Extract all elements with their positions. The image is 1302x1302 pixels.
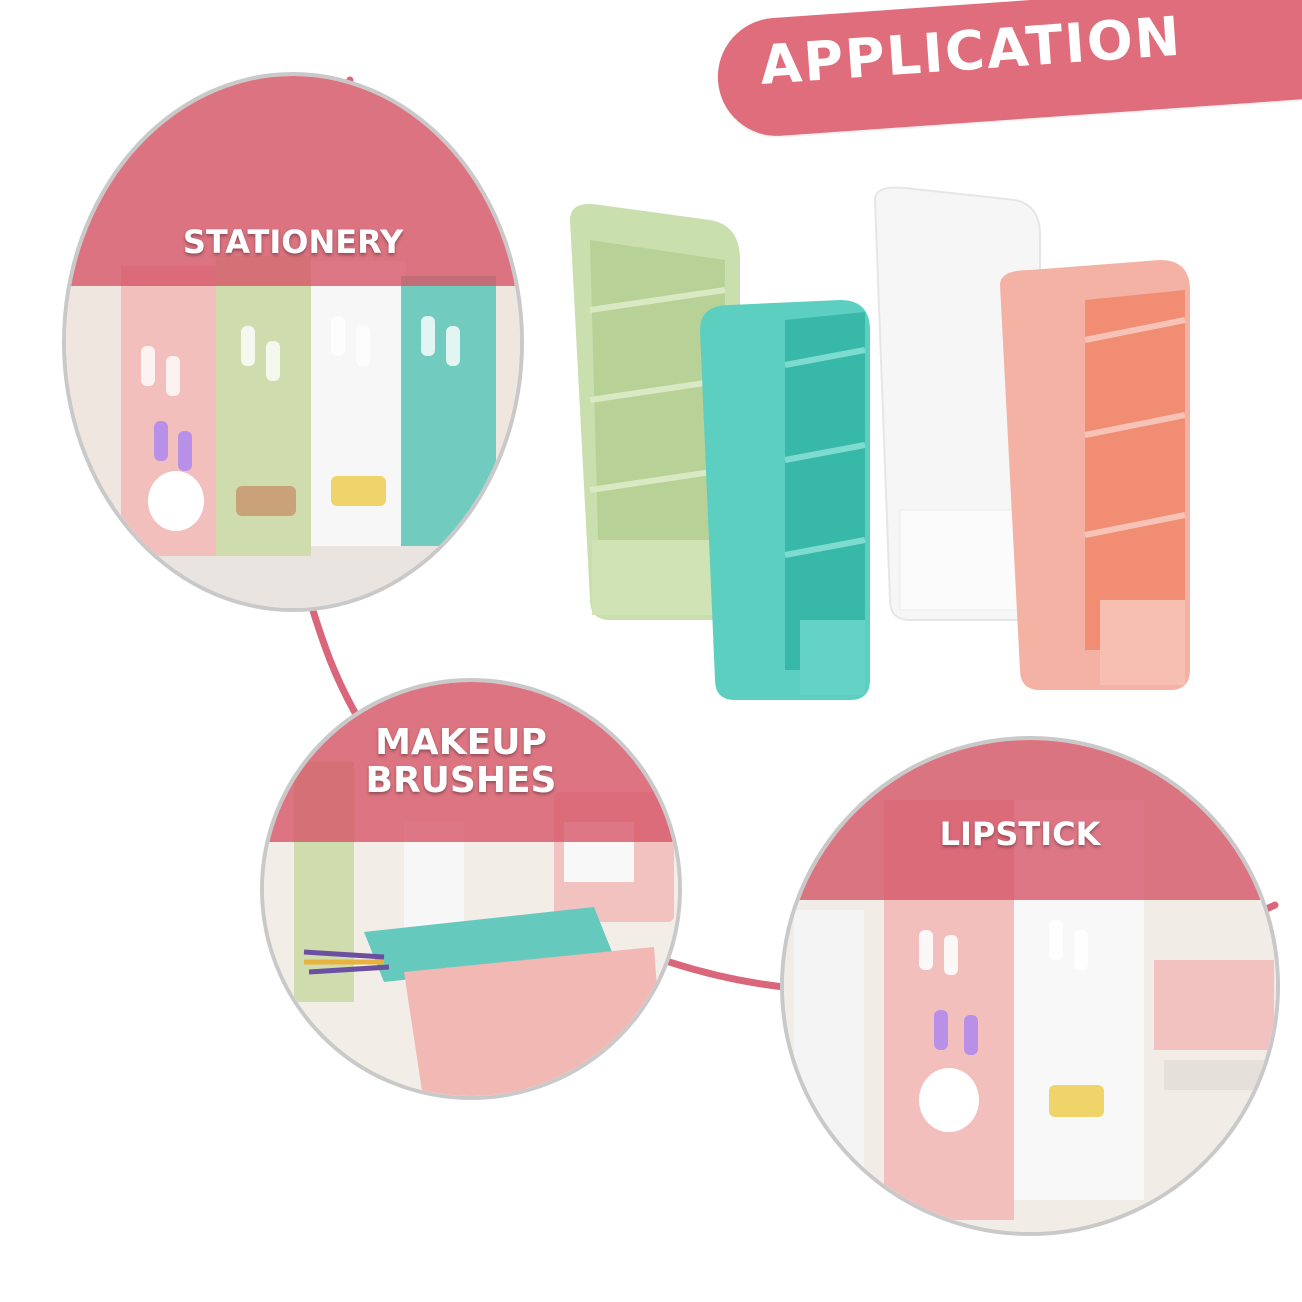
lipstick-scene: LIPSTICK bbox=[780, 736, 1280, 1236]
organizer-green bbox=[570, 204, 740, 620]
stationery-scene: STATIONERY bbox=[62, 72, 524, 612]
makeup-label-line-1: MAKEUP bbox=[375, 722, 547, 763]
lipstick-overlay bbox=[784, 740, 1276, 900]
organizer-teal bbox=[700, 300, 870, 700]
stationery-overlay bbox=[66, 76, 520, 286]
makeup-brushes-scene: MAKEUP BRUSHES bbox=[260, 678, 682, 1100]
makeup-brushes-overlay bbox=[264, 682, 678, 842]
makeup-label-line-2: BRUSHES bbox=[365, 759, 557, 801]
stationery-label: STATIONERY bbox=[182, 223, 404, 261]
lipstick-label: LIPSTICK bbox=[939, 815, 1101, 853]
makeup-brushes-label: MAKEUP BRUSHES bbox=[264, 722, 678, 801]
organizer-pink bbox=[1000, 260, 1190, 690]
organizer-products bbox=[570, 186, 1190, 700]
lipstick-illustration bbox=[784, 740, 1276, 1232]
